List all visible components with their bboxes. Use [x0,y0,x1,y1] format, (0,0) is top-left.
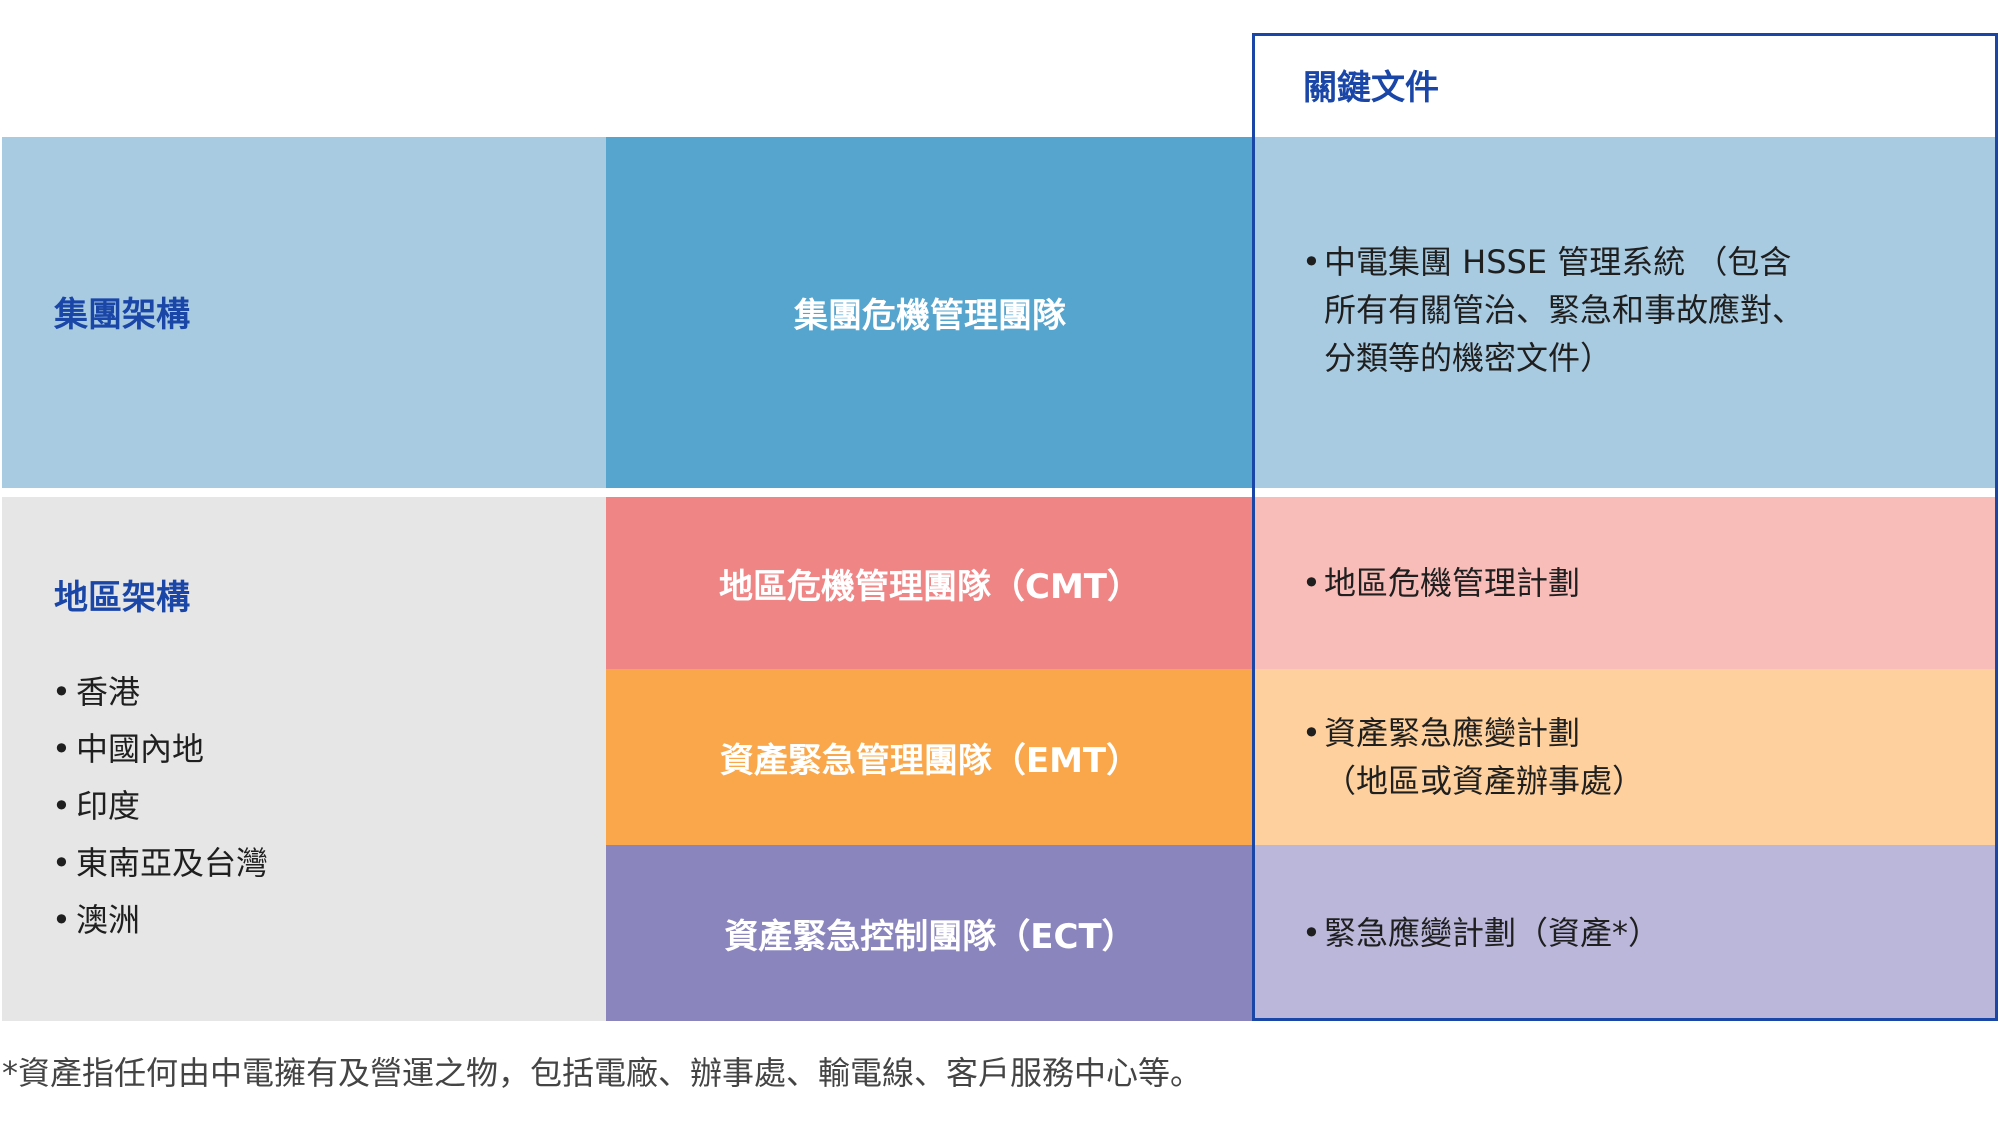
regional-structure-label: 地區架構 [54,578,190,618]
doc-line: 地區危機管理計劃 [1324,564,1581,602]
key-documents-frame [1252,33,1998,1021]
list-item: •香港 [52,664,268,721]
list-item: •中國內地 [52,721,268,778]
emt-doc-cell [1254,669,1996,845]
footnote: *資產指任何由中電擁有及營運之物，包括電廠、辦事處、輸電線、客戶服務中心等。 [2,1054,1203,1092]
key-documents-heading: 關鍵文件 [1303,68,1439,108]
doc-line: （地區或資產辦事處） [1324,762,1645,800]
emt-doc-text: •資產緊急應變計劃 （地區或資產辦事處） [1302,709,1644,805]
ect-doc-text: •緊急應變計劃（資產*） [1302,909,1660,957]
cmt-label: 地區危機管理團隊（CMT） [719,566,1141,607]
ect-cell: 資產緊急控制團隊（ECT） [606,845,1254,1021]
region-list: •香港 •中國內地 •印度 •東南亞及台灣 •澳洲 [52,664,268,949]
list-item: •印度 [52,778,268,835]
bullet: • [52,730,71,768]
ect-doc-cell [1254,845,1996,1021]
region-name: 東南亞及台灣 [76,844,269,882]
list-item: •東南亞及台灣 [52,835,268,892]
group-crisis-team-label: 集團危機管理團隊 [794,296,1066,336]
doc-line: 緊急應變計劃（資產*） [1324,914,1661,952]
cmt-cell: 地區危機管理團隊（CMT） [606,497,1254,669]
bullet: • [1302,243,1321,281]
bullet: • [52,787,71,825]
list-item: •澳洲 [52,892,268,949]
region-name: 中國內地 [76,730,205,768]
group-crisis-team-cell: 集團危機管理團隊 [606,137,1254,488]
regional-structure-cell [2,497,606,1021]
doc-line: 所有有關管治、緊急和事故應對、 [1324,291,1805,329]
cmt-doc-text: •地區危機管理計劃 [1302,559,1580,607]
emt-cell: 資產緊急管理團隊（EMT） [606,669,1254,845]
group-doc-text: •中電集團 HSSE 管理系統 （包含 所有有關管治、緊急和事故應對、 分類等的… [1302,238,1804,382]
bullet: • [52,673,71,711]
bullet: • [1302,914,1321,952]
doc-line: 中電集團 HSSE 管理系統 （包含 [1324,243,1792,281]
bullet: • [52,901,71,939]
region-name: 澳洲 [76,901,141,939]
group-structure-label: 集團架構 [54,295,190,335]
group-doc-cell [1254,137,1996,488]
region-name: 印度 [76,787,141,825]
doc-line: 分類等的機密文件） [1324,339,1613,377]
bullet: • [1302,714,1321,752]
cmt-doc-cell [1254,497,1996,669]
bullet: • [1302,564,1321,602]
ect-label: 資產緊急控制團隊（ECT） [724,916,1136,957]
group-structure-cell [2,137,606,488]
doc-line: 資產緊急應變計劃 [1324,714,1581,752]
emt-label: 資產緊急管理團隊（EMT） [719,740,1141,781]
bullet: • [52,844,71,882]
region-name: 香港 [76,673,141,711]
